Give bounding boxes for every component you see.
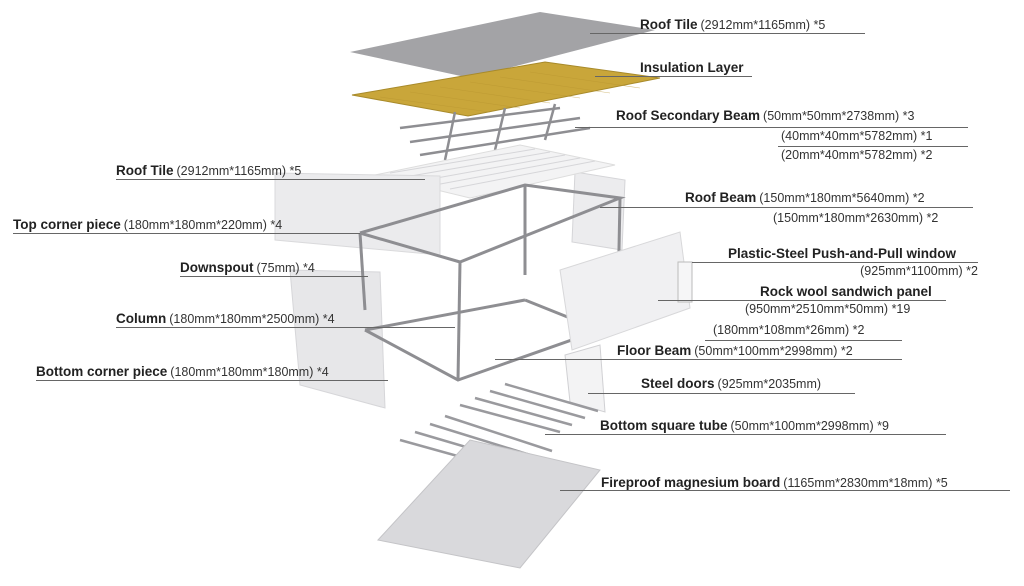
leader-line [575, 127, 968, 128]
leader-line [560, 490, 1010, 491]
label-rock-wool-dims: (950mm*2510mm*50mm) *19 [745, 302, 911, 316]
label-roof-secondary-beam-dims3: (20mm*40mm*5782mm) *2 [781, 148, 933, 162]
front-panel [559, 231, 691, 351]
leader-line [595, 76, 752, 77]
leader-line [36, 380, 388, 381]
steel-frame [358, 183, 626, 382]
back-panel [571, 171, 626, 251]
left-panel-lower [289, 269, 386, 409]
leader-line [658, 300, 946, 301]
leader-line [588, 393, 855, 394]
left-panel-upper [274, 172, 441, 256]
label-rock-wool: Rock wool sandwich panel [760, 284, 932, 299]
label-bottom-corner: Bottom corner piece(180mm*180mm*180mm) *… [36, 364, 329, 379]
leader-line [116, 327, 455, 328]
leader-line [13, 233, 360, 234]
label-roof-secondary-beam-dims2: (40mm*40mm*5782mm) *1 [781, 129, 933, 143]
leader-line [116, 179, 425, 180]
label-window-dims: (925mm*1100mm) *2 [860, 264, 978, 278]
fireproof-board [377, 439, 601, 569]
label-roof-tile-left: Roof Tile(2912mm*1165mm) *5 [116, 163, 302, 178]
label-roof-beam-dims2: (150mm*180mm*2630mm) *2 [773, 211, 939, 225]
steel-door-panel [564, 344, 606, 413]
leader-line [692, 262, 978, 263]
label-top-corner: Top corner piece(180mm*180mm*220mm) *4 [13, 217, 283, 232]
leader-line [590, 33, 865, 34]
label-roof-beam: Roof Beam(150mm*180mm*5640mm) *2 [685, 190, 925, 205]
label-downspout: Downspout(75mm) *4 [180, 260, 315, 275]
leader-line [600, 207, 973, 208]
roof-secondary-beams [399, 103, 591, 161]
leader-line [545, 434, 946, 435]
label-column: Column(180mm*180mm*2500mm) *4 [116, 311, 335, 326]
leader-line [705, 340, 902, 341]
label-steel-doors: Steel doors(925mm*2035mm) [641, 376, 822, 391]
leader-line [495, 359, 902, 360]
label-window: Plastic-Steel Push-and-Pull window [728, 246, 957, 261]
leader-line [180, 276, 368, 277]
label-fireproof: Fireproof magnesium board(1165mm*2830mm*… [601, 475, 948, 490]
label-bottom-tube: Bottom square tube(50mm*100mm*2998mm) *9 [600, 418, 889, 433]
leader-line [778, 146, 968, 147]
label-floor-beam-dims0: (180mm*108mm*26mm) *2 [713, 323, 865, 337]
insulation-layer-sheet [351, 61, 661, 117]
label-roof-secondary-beam: Roof Secondary Beam(50mm*50mm*2738mm) *3 [616, 108, 915, 123]
window-frame [677, 261, 693, 303]
label-roof-tile-top: Roof Tile(2912mm*1165mm) *5 [640, 17, 826, 32]
label-insulation: Insulation Layer [640, 60, 744, 75]
roof-tile-sheet [350, 12, 655, 78]
label-floor-beam: Floor Beam(50mm*100mm*2998mm) *2 [617, 343, 853, 358]
